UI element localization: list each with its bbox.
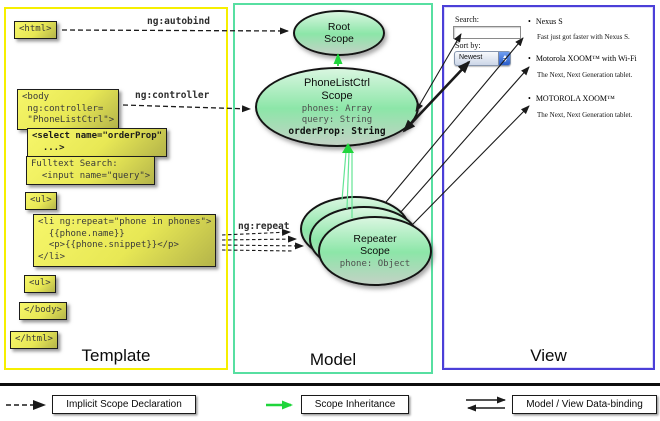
root-scope-title: Root Scope	[324, 20, 354, 45]
view-item-title: • Motorola XOOM™ with Wi-Fi	[528, 54, 637, 63]
view-panel: Search: Sort by: Newest • Nexus S Fast ju…	[442, 5, 655, 370]
legend-divider	[0, 383, 660, 386]
sort-by-label: Sort by:	[455, 41, 481, 50]
code-ul-close: <ul>	[24, 275, 56, 293]
phonelistctrl-scope-orderprop: orderProp: String	[288, 125, 386, 137]
code-fulltext-search: Fulltext Search: <input name="query">	[26, 156, 156, 186]
search-input[interactable]	[453, 26, 521, 39]
ng-repeat-label: ng:repeat	[238, 221, 290, 232]
root-scope-ellipse: Root Scope	[293, 10, 385, 56]
sort-select-value: Newest	[459, 54, 483, 61]
legend-model-view-data-binding: Model / View Data-binding	[512, 395, 657, 414]
view-item-desc: Fast just got faster with Nexus S.	[537, 33, 630, 41]
model-panel: Model	[233, 3, 433, 374]
bullet-icon: •	[528, 54, 531, 63]
code-li-repeat: <li ng:repeat="phone in phones"> {{phone…	[33, 214, 217, 267]
bullet-icon: •	[528, 94, 531, 103]
legend-label: Implicit Scope Declaration	[66, 399, 182, 410]
view-item-title-text: Nexus S	[535, 17, 563, 26]
code-body-open: <body ng:controller= "PhoneListCtrl">	[17, 89, 120, 131]
dropdown-stepper-icon	[498, 52, 510, 65]
template-label: Template	[81, 346, 151, 365]
search-label: Search:	[455, 15, 479, 24]
template-panel: Template	[4, 7, 228, 370]
view-item-title: • Nexus S	[528, 17, 563, 26]
phonelistctrl-scope-ellipse: PhoneListCtrl Scope phones: Array query:…	[255, 67, 419, 147]
legend-implicit-scope-declaration: Implicit Scope Declaration	[52, 395, 196, 414]
code-ul-open: <ul>	[25, 192, 57, 210]
ng-autobind-label: ng:autobind	[147, 16, 210, 27]
view-item-title-text: Motorola XOOM™ with Wi-Fi	[535, 54, 637, 63]
legend-scope-inheritance: Scope Inheritance	[301, 395, 409, 414]
model-label: Model	[309, 350, 357, 369]
legend-label: Model / View Data-binding	[526, 399, 643, 410]
phonelistctrl-scope-title: PhoneListCtrl Scope	[303, 76, 371, 102]
legend-double-arrow	[466, 396, 506, 412]
repeater-scope-prop: phone: Object	[339, 258, 411, 269]
code-body-close: </body>	[19, 302, 67, 320]
bullet-icon: •	[528, 17, 531, 26]
code-html-close: </html>	[10, 331, 58, 349]
repeater-scope-title: Repeater Scope	[353, 232, 397, 257]
view-item-title-text: MOTOROLA XOOM™	[535, 94, 615, 103]
ng-controller-label: ng:controller	[135, 90, 210, 101]
code-html-open: <html>	[14, 21, 57, 39]
code-select: <select name="orderProp" ...>	[27, 128, 168, 158]
view-item-desc: The Next, Next Generation tablet.	[537, 111, 633, 119]
phonelistctrl-scope-props: phones: Array query: String	[301, 104, 373, 125]
sort-select[interactable]: Newest	[454, 51, 511, 66]
legend-label: Scope Inheritance	[314, 399, 396, 410]
view-item-desc: The Next, Next Generation tablet.	[537, 71, 633, 79]
view-item-title: • MOTOROLA XOOM™	[528, 94, 615, 103]
repeater-scope-ellipse-front: Repeater Scope phone: Object	[318, 216, 432, 286]
view-label: View	[530, 346, 567, 365]
